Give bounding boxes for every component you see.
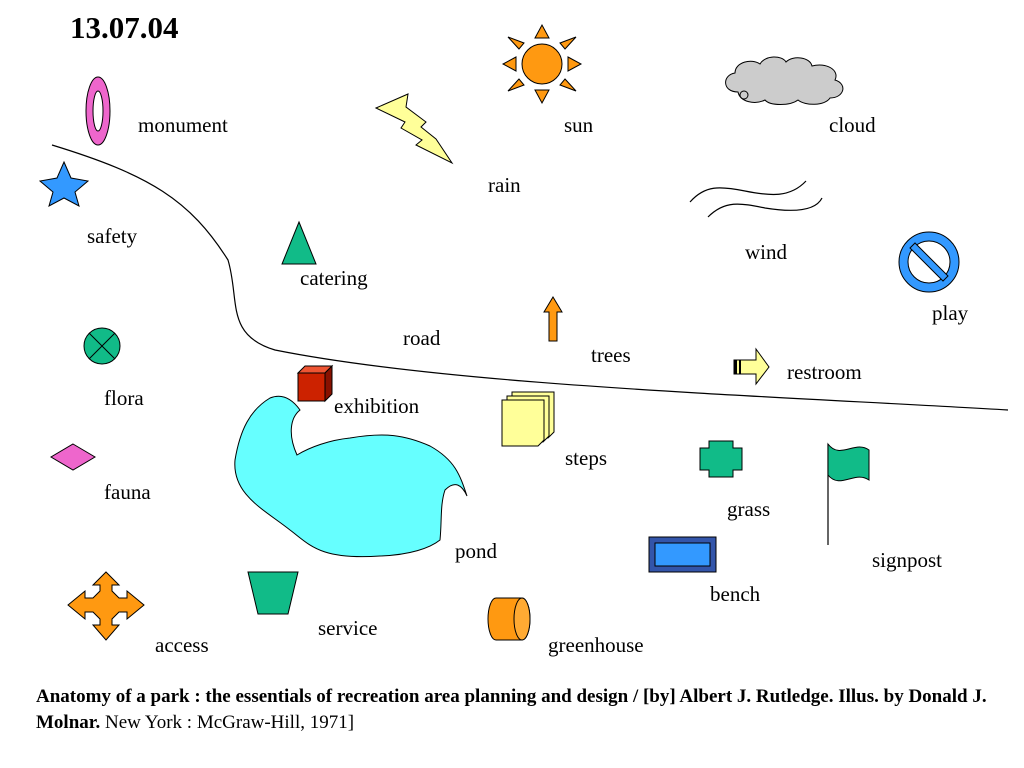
up-arrow-icon	[543, 296, 563, 342]
label-wind: wind	[745, 240, 787, 264]
citation-title: Anatomy of a park : the essentials of re…	[36, 686, 987, 733]
lightning-icon	[374, 93, 454, 165]
cloud-icon	[725, 56, 844, 105]
label-road: road	[403, 326, 441, 350]
label-signpost: signpost	[872, 548, 943, 572]
sun-icon	[501, 23, 583, 105]
label-catering: catering	[300, 266, 368, 290]
label-sun: sun	[564, 113, 594, 137]
pond-shape	[234, 395, 468, 558]
label-service: service	[318, 616, 378, 640]
label-trees: trees	[591, 343, 631, 367]
wind-icon	[689, 180, 823, 218]
citation-caption: Anatomy of a park : the essentials of re…	[36, 684, 996, 736]
label-fauna: fauna	[104, 480, 151, 504]
stacked-pages-icon	[501, 391, 555, 447]
plus-icon	[699, 440, 743, 478]
label-monument: monument	[138, 113, 228, 137]
date-heading: 13.07.04	[70, 10, 179, 45]
label-safety: safety	[87, 224, 138, 248]
label-grass: grass	[727, 497, 771, 521]
bench-icon	[648, 536, 717, 573]
triangle-icon	[281, 220, 317, 265]
circle-x-icon	[83, 327, 121, 365]
star-icon	[38, 160, 90, 207]
label-access: access	[155, 633, 209, 657]
cube-icon	[296, 364, 334, 403]
label-flora: flora	[104, 386, 144, 410]
monument-icon	[85, 76, 111, 146]
cylinder-icon	[487, 597, 531, 641]
flag-icon	[827, 442, 870, 545]
label-bench: bench	[710, 582, 761, 606]
label-exhibition: exhibition	[334, 394, 420, 418]
label-rain: rain	[488, 173, 521, 197]
citation-publisher: New York : McGraw-Hill, 1971]	[100, 712, 355, 733]
label-steps: steps	[565, 446, 607, 470]
right-arrow-icon	[733, 347, 770, 386]
label-cloud: cloud	[829, 113, 876, 137]
label-play: play	[932, 301, 969, 325]
road-line	[51, 144, 1009, 411]
trapezoid-icon	[247, 571, 299, 615]
diamond-icon	[50, 443, 96, 471]
four-way-arrow-icon	[67, 571, 145, 641]
no-entry-icon	[898, 231, 960, 293]
label-greenhouse: greenhouse	[548, 633, 644, 657]
label-pond: pond	[455, 539, 497, 563]
label-restroom: restroom	[787, 360, 862, 384]
